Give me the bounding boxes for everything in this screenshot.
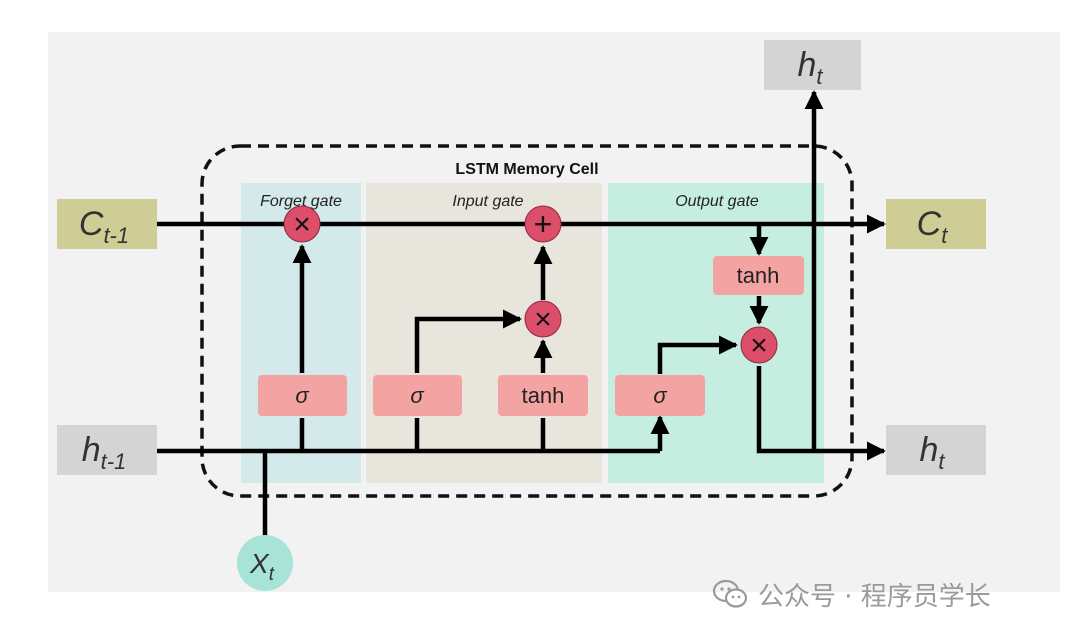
h-top-box [764, 40, 861, 90]
output-gate-label: Output gate [675, 193, 759, 210]
h-next-label: ht [919, 431, 945, 474]
input-gate-label: Input gate [452, 193, 523, 210]
forget-multiply-circle [283, 205, 321, 243]
cell-title: LSTM Memory Cell [455, 161, 598, 178]
add-symbol: + [534, 206, 553, 242]
forget-multiply-symbol: × [293, 208, 311, 241]
x-input-circle [237, 535, 293, 591]
sigma-forget-label: σ [295, 383, 309, 408]
tanh-input-label: tanh [522, 383, 565, 408]
sigma-forget-block [258, 375, 347, 416]
input-multiply-circle [524, 300, 562, 338]
c-next-box [886, 199, 986, 249]
x-input-label: Xt [249, 548, 275, 585]
output-sigma-to-mult [657, 335, 738, 374]
sigma-input-block [373, 375, 462, 416]
sigma-output-block [615, 375, 705, 416]
tanh-output-block [713, 256, 804, 295]
c-prev-box [57, 199, 157, 249]
c-prev-label: Ct-1 [79, 205, 129, 248]
sigma-output-label: σ [653, 383, 667, 408]
memory-cell-boundary [200, 144, 854, 498]
c-next-label: Ct [917, 205, 949, 248]
watermark-text: 公众号 · 程序员学长 [758, 581, 991, 612]
add-circle [524, 205, 562, 243]
wechat-icon [712, 579, 748, 608]
output-mult-to-ht [756, 366, 886, 461]
tanh-output-label: tanh [737, 263, 780, 288]
output-gate-region [608, 183, 824, 483]
tanh-input-block [498, 375, 588, 416]
output-multiply-symbol: × [750, 329, 768, 362]
input-multiply-symbol: × [534, 303, 552, 336]
output-multiply-circle [740, 326, 778, 364]
h-next-box [886, 425, 986, 475]
sigma-input-label: σ [410, 383, 424, 408]
forget-gate-label: Forget gate [260, 193, 342, 210]
h-prev-label: ht-1 [82, 431, 127, 474]
input-gate-region [366, 183, 602, 483]
input-sigma-to-mult [414, 309, 522, 373]
watermark: 公众号 · 程序员学长 [712, 574, 991, 614]
h-prev-box [57, 425, 157, 475]
h-top-label: ht [797, 46, 823, 89]
